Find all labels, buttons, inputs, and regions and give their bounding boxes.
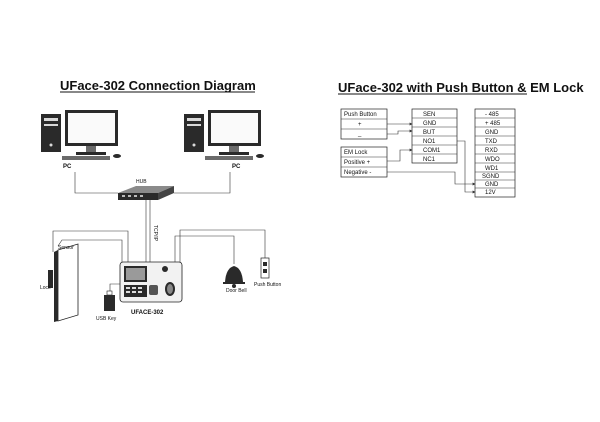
door-bell-wire	[174, 235, 235, 264]
push-button-wire	[179, 229, 266, 262]
door-bell-label: Door Bell	[226, 288, 247, 294]
terminal-sgnd: SGND	[482, 174, 500, 180]
terminal-gnd-1: GND	[485, 130, 499, 136]
wire-em-negative-to-gnd	[387, 171, 476, 186]
terminal-block-middle: SEN GND BUT NO1 COM1 NC1	[411, 108, 458, 164]
usb-key-label: USB Key	[96, 316, 117, 322]
terminal-no1: NO1	[423, 139, 436, 145]
terminal-nc1: NC1	[423, 157, 436, 163]
terminal-485-plus: + 485	[485, 121, 501, 127]
wire-em-positive-to-com1	[387, 148, 413, 162]
terminal-rxd: RXD	[485, 148, 498, 154]
tcpip-cable-label: TCP/IP	[152, 225, 158, 242]
em-lock-block-row-2: Positive +	[344, 160, 371, 166]
pc-left-label: PC	[63, 164, 72, 170]
terminal-wd1: WD1	[485, 166, 499, 172]
terminal-gnd: GND	[423, 121, 437, 127]
sensor-wire	[52, 230, 129, 262]
usb-key-icon	[104, 290, 115, 311]
pc-right-to-hub-line	[174, 172, 231, 194]
em-lock-block-row-1: EM Lock	[344, 150, 368, 156]
em-lock-block: EM Lock Positive + Negative -	[340, 146, 388, 178]
terminal-txd: TXD	[485, 139, 498, 145]
uface-302-label: UFACE-302	[131, 310, 164, 316]
usb-wire	[109, 283, 120, 291]
hub-label: HUB	[136, 179, 147, 185]
pc-left-icon	[41, 110, 121, 160]
push-button-block-row-3: _	[357, 131, 362, 137]
terminal-but: BUT	[423, 130, 435, 136]
wire-push-minus-to-but	[387, 129, 413, 135]
terminal-com1: COM1	[423, 148, 441, 154]
pc-right-label: PC	[232, 164, 241, 170]
wiring-diagram-title: UFace-302 with Push Button & EM Lock	[338, 80, 584, 95]
lock-label: Lock	[40, 285, 51, 291]
pc-left-to-hub-line	[74, 172, 118, 194]
terminal-block-right: - 485 + 485 GND TXD RXD WDO WD1 SGND GND…	[474, 108, 516, 198]
hub-icon	[118, 186, 174, 200]
push-button-label: Push Button	[254, 282, 281, 288]
terminal-485-minus: - 485	[485, 112, 499, 118]
uface-302-device-icon	[119, 261, 183, 303]
wire-no1-to-12v	[457, 140, 476, 194]
terminal-sen: SEN	[423, 112, 435, 118]
sensor-label: Sensor	[58, 245, 74, 251]
push-button-block-row-1: Push Button	[344, 112, 377, 118]
connection-diagram-title: UFace-302 Connection Diagram	[60, 78, 256, 93]
door-bell-icon	[223, 266, 245, 288]
pc-right-icon	[184, 110, 264, 160]
push-button-block: Push Button + _	[340, 108, 388, 140]
terminal-gnd-2: GND	[485, 182, 499, 188]
terminal-wdo: WDO	[485, 157, 500, 163]
terminal-12v: 12V	[485, 190, 496, 196]
em-lock-block-row-3: Negative -	[344, 170, 371, 176]
door-icon	[48, 243, 79, 322]
push-button-icon	[260, 257, 270, 279]
push-button-block-row-2: +	[358, 122, 362, 128]
lock-wire	[57, 239, 123, 262]
